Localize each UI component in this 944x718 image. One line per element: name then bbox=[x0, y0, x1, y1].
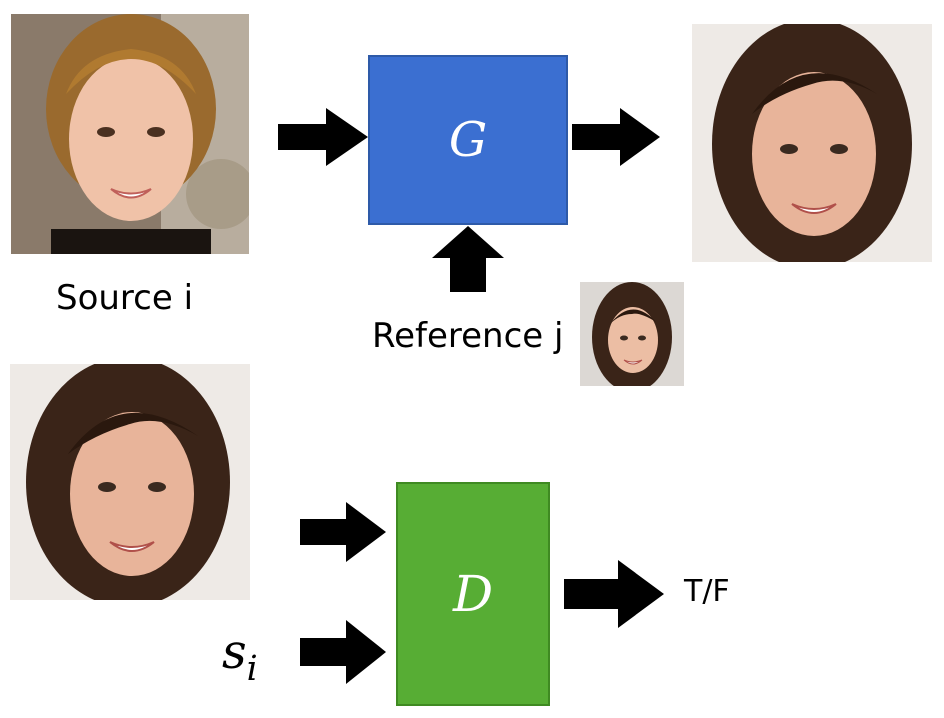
generator-symbol: G bbox=[448, 112, 488, 168]
output-label: T/F bbox=[684, 574, 730, 609]
arrow-discriminator-to-output bbox=[564, 560, 664, 628]
discriminator-block: D bbox=[396, 482, 550, 706]
reference-label: Reference j bbox=[372, 316, 564, 356]
generator-block: G bbox=[368, 55, 568, 225]
arrow-generator-to-output bbox=[572, 108, 660, 166]
arrow-reference-to-generator bbox=[432, 226, 504, 292]
discriminator-symbol: D bbox=[452, 565, 494, 623]
arrow-source-to-generator bbox=[278, 108, 368, 166]
style-code-symbol: si bbox=[222, 624, 258, 689]
style-code-subscript: i bbox=[246, 649, 258, 690]
real-face-photo bbox=[10, 364, 250, 600]
source-label: Source i bbox=[56, 278, 194, 318]
arrow-style-to-discriminator bbox=[300, 620, 386, 684]
style-code-base: s bbox=[222, 624, 247, 680]
arrow-image-to-discriminator bbox=[300, 502, 386, 562]
source-face-photo bbox=[11, 14, 249, 254]
reference-face-photo bbox=[580, 282, 684, 386]
generated-face-photo bbox=[692, 24, 932, 262]
